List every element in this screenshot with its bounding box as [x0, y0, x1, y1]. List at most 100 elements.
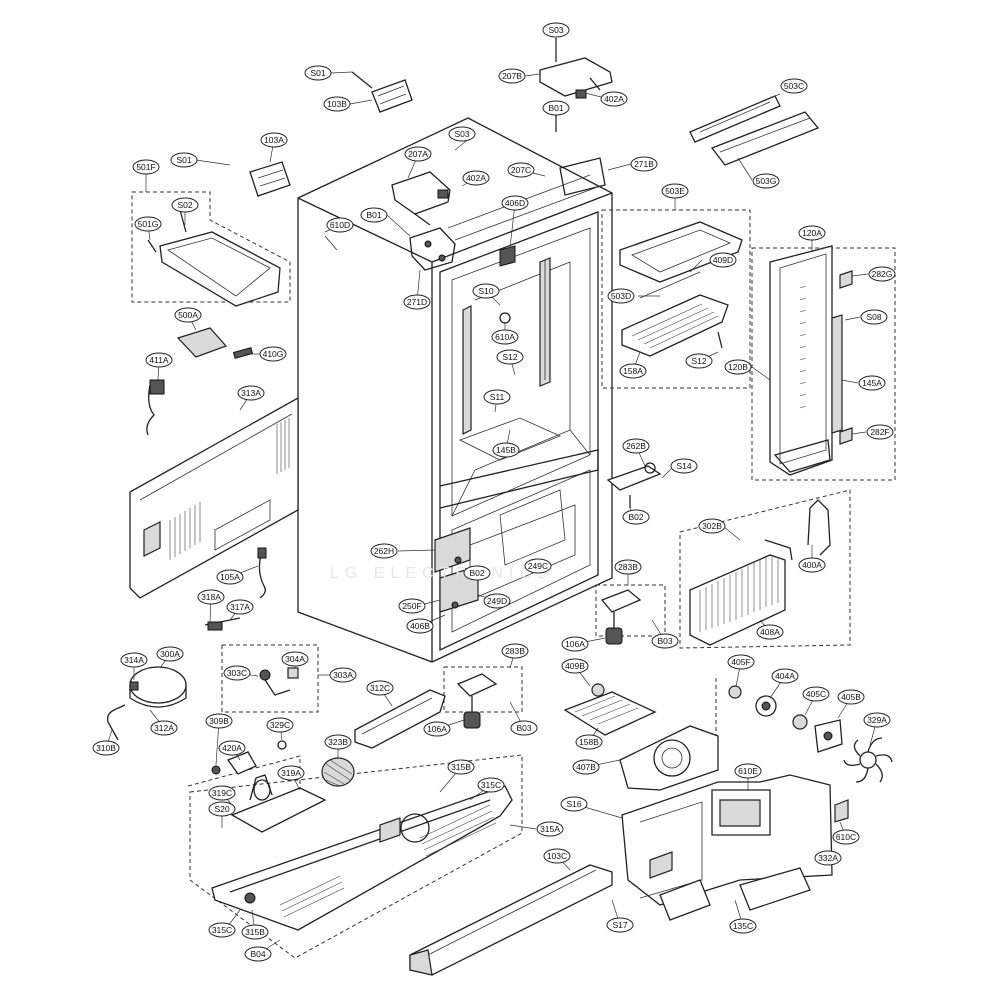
fan-motor-assembly	[715, 678, 843, 753]
callout-label: 250F	[402, 601, 421, 611]
callout-501G: 501G	[134, 216, 162, 232]
callout-405F: 405F	[727, 654, 755, 670]
callout-312C: 312C	[366, 680, 394, 696]
pipe-310B	[106, 704, 126, 741]
callout-label: 249C	[528, 561, 548, 571]
callout-label: 405C	[806, 689, 826, 699]
hinge-cover-103A	[249, 161, 291, 197]
callout-318A: 318A	[197, 589, 225, 605]
callout-label: 312A	[154, 723, 174, 733]
callout-S20: S20	[208, 801, 236, 817]
callout-207B: 207B	[498, 68, 526, 84]
callout-label: 158A	[623, 366, 643, 376]
callout-262H: 262H	[370, 543, 398, 559]
shelf-group-503E	[601, 209, 751, 389]
callout-315B-bot: 315B	[241, 924, 269, 940]
callout-label: 501G	[138, 219, 159, 229]
callout-207C: 207C	[507, 162, 535, 178]
callout-label: 610E	[738, 766, 758, 776]
callout-120B: 120B	[724, 359, 752, 375]
relay-318A-317A	[204, 617, 241, 631]
callout-label: 318A	[201, 592, 221, 602]
callout-label: S01	[310, 68, 325, 78]
callout-label: 207C	[511, 165, 531, 175]
callout-label: 319C	[212, 788, 232, 798]
callout-label: 407B	[576, 762, 596, 772]
callout-406B: 406B	[406, 618, 434, 634]
callouts: S03 207B 402A S01 103B B01 503C 503G S03…	[92, 22, 896, 962]
fan-shroud-407B	[619, 725, 719, 791]
callout-610C: 610C	[832, 829, 860, 845]
callout-S17: S17	[606, 917, 634, 933]
callout-409D: 409D	[709, 252, 737, 268]
callout-S03-mid: S03	[448, 126, 476, 142]
callout-319C: 319C	[208, 785, 236, 801]
callout-label: S03	[548, 25, 563, 35]
callout-label: 262H	[374, 546, 394, 556]
callout-135C: 135C	[729, 918, 757, 934]
callout-label: 329C	[270, 720, 290, 730]
callout-label: B04	[250, 949, 265, 959]
callout-103B: 103B	[323, 96, 351, 112]
callout-label: 312C	[370, 683, 390, 693]
compressor-300A	[129, 666, 187, 708]
callout-S01-top: S01	[304, 65, 332, 81]
callout-label: B01	[548, 103, 563, 113]
callout-158A: 158A	[619, 363, 647, 379]
callout-402A-top: 402A	[600, 91, 628, 107]
callout-label: S02	[177, 200, 192, 210]
bracket-262B	[606, 462, 662, 508]
callout-label: 319A	[281, 768, 301, 778]
callout-411A: 411A	[145, 352, 173, 368]
cabinet	[297, 117, 613, 663]
callout-label: 406D	[505, 198, 525, 208]
bottom-cover-103C	[409, 864, 613, 976]
callout-145A: 145A	[858, 375, 886, 391]
callout-label: S03	[454, 129, 469, 139]
callout-label: 315B	[451, 762, 471, 772]
callout-label: 610D	[330, 220, 350, 230]
rear-cover-313A	[129, 396, 299, 599]
condenser-fan-323B	[321, 757, 355, 787]
callout-label: S10	[478, 286, 493, 296]
callout-S16: S16	[560, 796, 588, 812]
callout-label: 120A	[802, 228, 822, 238]
callout-271B: 271B	[630, 156, 658, 172]
callout-label: 610C	[836, 832, 856, 842]
callout-label: 106A	[565, 639, 585, 649]
callout-314A: 314A	[120, 652, 148, 668]
callout-label: B02	[469, 568, 484, 578]
callout-503C: 503C	[780, 78, 808, 94]
cover-312C	[354, 689, 446, 749]
callout-label: S01	[176, 155, 191, 165]
callout-610D: 610D	[326, 217, 354, 233]
callout-303A: 303A	[329, 667, 357, 683]
callout-B02-mid: B02	[463, 565, 491, 581]
callout-S11: S11	[483, 389, 511, 405]
callout-label: 313A	[241, 388, 261, 398]
callout-label: 315C	[212, 925, 232, 935]
callout-label: 501F	[136, 162, 155, 172]
callout-label: 402A	[466, 173, 486, 183]
callout-B03-right: B03	[651, 633, 679, 649]
callout-S14: S14	[670, 458, 698, 474]
hinge-207A	[391, 171, 451, 226]
callout-410G: 410G	[259, 346, 287, 362]
callout-label: 610A	[495, 332, 515, 342]
hinge-207B	[539, 38, 613, 99]
callout-label: 410G	[263, 349, 284, 359]
callout-400A: 400A	[798, 557, 826, 573]
callout-label: 323B	[328, 737, 348, 747]
display-bracket-503C	[689, 95, 820, 166]
callout-label: 315C	[481, 780, 501, 790]
hinge-cover-103B	[351, 71, 413, 113]
callout-420A: 420A	[218, 740, 246, 756]
callout-label: S08	[866, 312, 881, 322]
callout-262B: 262B	[622, 438, 650, 454]
callout-302B: 302B	[698, 518, 726, 534]
callout-106A-mid: 106A	[423, 721, 451, 737]
callout-304A: 304A	[281, 651, 309, 667]
callout-label: 207B	[502, 71, 522, 81]
callout-271D: 271D	[403, 294, 431, 310]
callout-label: B02	[628, 512, 643, 522]
